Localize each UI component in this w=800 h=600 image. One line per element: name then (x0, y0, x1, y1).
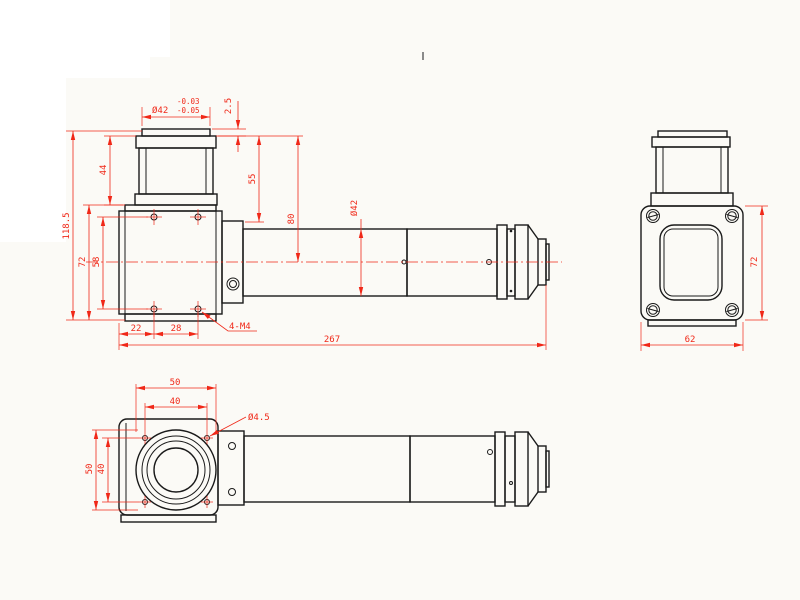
dim-mount-to-axis: 80 (287, 136, 301, 262)
dim-bottom-hole-span-h: 40 (144, 397, 208, 432)
bottom-dimensions: 50 40 Ø4.5 50 40 (85, 378, 270, 511)
dim-bottom-boss-dia-h: 50 (135, 378, 217, 432)
set-screw-dot (509, 289, 513, 293)
side-dimensions: 72 62 (640, 205, 768, 351)
screw-hole-front-tr (190, 209, 206, 225)
dim-text-hole-row-spacing: 58 (92, 257, 102, 268)
dim-text-side-flange-width: 62 (685, 335, 696, 345)
dim-text-barrel-dia: Ø42 (349, 200, 360, 216)
screw-side-tl (646, 209, 660, 223)
dim-overall-length: 267 (119, 285, 547, 350)
dim-side-flange-width: 62 (640, 322, 744, 351)
dim-text-mount-height: 44 (99, 165, 109, 176)
side-lens-mount (650, 130, 734, 207)
front-barrel (242, 224, 550, 300)
bottom-barrel (243, 431, 550, 507)
dim-overall-height: 118.5 (62, 130, 142, 321)
stray-mark (422, 52, 424, 60)
screw-hole-front-tl (146, 209, 162, 225)
dim-text-hole-edge-offset: 22 (131, 324, 142, 334)
paper-highlight-patch (0, 0, 170, 242)
bottom-flange-tab (217, 430, 245, 506)
dim-side-flange-height: 72 (745, 205, 768, 321)
dim-mount-to-tab: 55 (216, 135, 303, 223)
dim-mount-height: 44 (99, 135, 136, 206)
screw-side-br (725, 303, 739, 317)
dim-text-hole-dia: Ø4.5 (248, 412, 270, 423)
dim-text-tol-upper: -0.03 (177, 97, 200, 106)
dim-lip-height: 2.5 (212, 98, 246, 152)
front-body (118, 204, 223, 322)
paper-background (0, 0, 424, 242)
hole-bottom-br (201, 496, 213, 508)
dim-body-height: 72 (78, 204, 123, 320)
dim-barrel-diameter: Ø42 (349, 200, 364, 296)
front-view (86, 128, 562, 322)
set-screw-dot (509, 229, 513, 233)
callout-thread: 4-M4 (201, 311, 257, 332)
dim-text-hole-col-spacing: 28 (171, 324, 182, 334)
dim-text-boss-dia-v: 50 (85, 464, 95, 475)
side-flange (640, 205, 744, 327)
bottom-plate (118, 418, 219, 523)
dim-text-body-height: 72 (78, 257, 88, 268)
dim-hole-row-spacing: 58 (92, 216, 148, 310)
front-lens-mount (134, 128, 218, 206)
dim-text-side-flange-height: 72 (750, 257, 760, 268)
dim-text-overall-length: 267 (324, 335, 340, 345)
screw-side-bl (646, 303, 660, 317)
dim-hole-edge-offset: 22 28 (118, 313, 199, 350)
front-dimensions: Ø42 -0.03 -0.05 2.5 44 118.5 72 (62, 97, 547, 350)
dim-text-boss-dia-h: 50 (170, 378, 181, 388)
screw-side-tr (725, 209, 739, 223)
hole-bottom-tl (139, 432, 151, 444)
dim-text-thread-callout: 4-M4 (229, 322, 251, 332)
dim-text-hole-span-v: 40 (97, 464, 107, 475)
dim-text-lip-height: 2.5 (224, 98, 234, 114)
dim-text-mount-to-tab: 55 (248, 174, 258, 185)
side-view (640, 130, 744, 327)
hole-bottom-tr (201, 432, 213, 444)
callout-bottom-hole-dia: Ø4.5 (209, 412, 270, 437)
dim-text-overall-height: 118.5 (62, 212, 72, 239)
dim-text-hole-span-h: 40 (170, 397, 181, 407)
dim-lens-diameter: Ø42 -0.03 -0.05 (141, 97, 211, 126)
dim-text-mount-to-axis: 80 (287, 214, 297, 225)
dim-bottom-boss-dia-v: 50 (85, 429, 138, 511)
lens-boss-circles (135, 429, 217, 511)
dim-text-tol-lower: -0.05 (177, 106, 200, 115)
dim-bottom-hole-span-v: 40 (97, 437, 139, 503)
dim-text-lens-dia: Ø42 (152, 105, 168, 116)
hole-bottom-bl (139, 496, 151, 508)
bottom-view (118, 418, 550, 523)
